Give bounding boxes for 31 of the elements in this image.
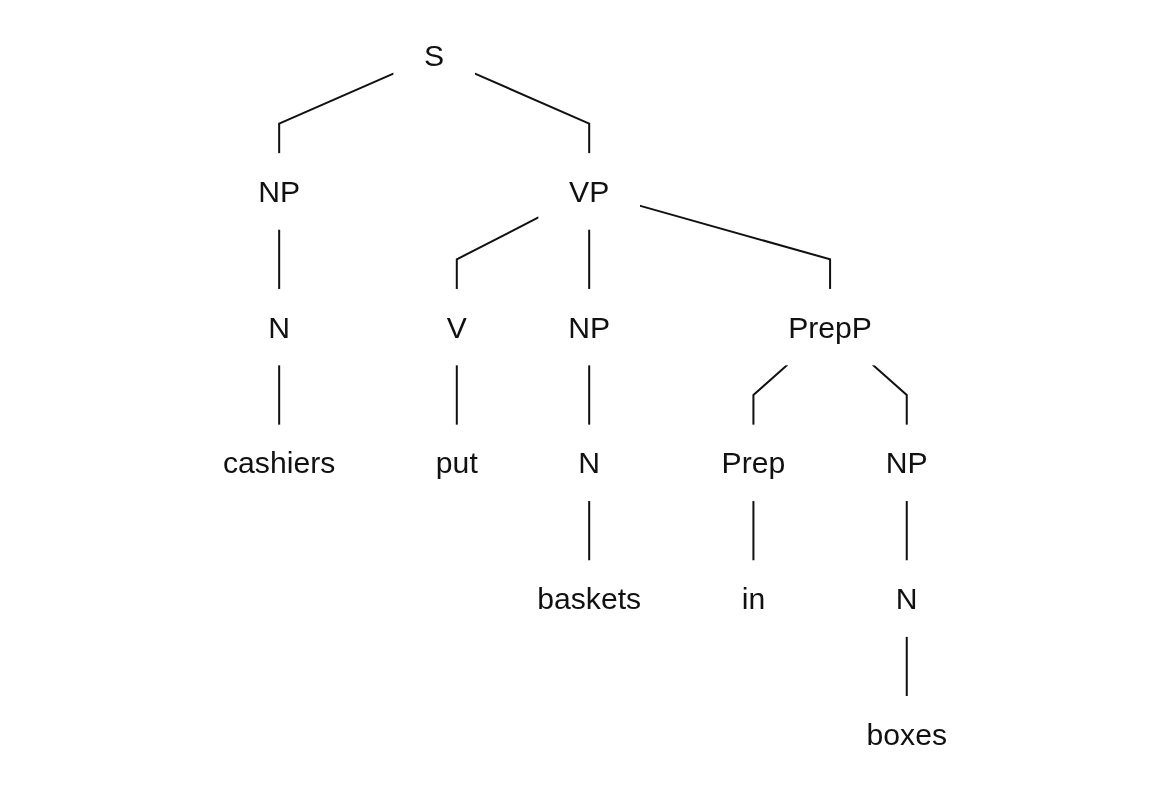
- node-text: put: [435, 446, 478, 480]
- connector: [751, 364, 788, 426]
- node-text: Prep: [721, 446, 785, 480]
- connector: [455, 216, 539, 290]
- node-text: cashiers: [222, 446, 335, 480]
- connector: [455, 364, 458, 426]
- connector: [871, 364, 908, 426]
- node-text: PrepP: [787, 310, 872, 344]
- connector: [587, 229, 590, 290]
- node-text: N: [267, 310, 290, 344]
- connector: [905, 636, 908, 697]
- node-text: in: [741, 581, 765, 616]
- node-text: VP: [568, 174, 609, 209]
- node-text: V: [446, 310, 467, 344]
- connector: [277, 72, 394, 154]
- connector: [473, 72, 590, 154]
- connector: [638, 204, 831, 290]
- node-text: NP: [567, 310, 610, 344]
- node-text: N: [895, 581, 918, 616]
- node-text: boxes: [866, 717, 947, 751]
- node-text: S: [423, 39, 444, 73]
- node-text: NP: [885, 446, 928, 480]
- connector: [277, 364, 280, 426]
- node-text: N: [577, 446, 600, 480]
- node-text: baskets: [536, 581, 641, 616]
- connector: [905, 500, 908, 561]
- connector: [751, 500, 754, 561]
- node-text: NP: [257, 174, 300, 209]
- connector: [277, 229, 280, 290]
- connector: [587, 500, 590, 561]
- connector: [587, 364, 590, 426]
